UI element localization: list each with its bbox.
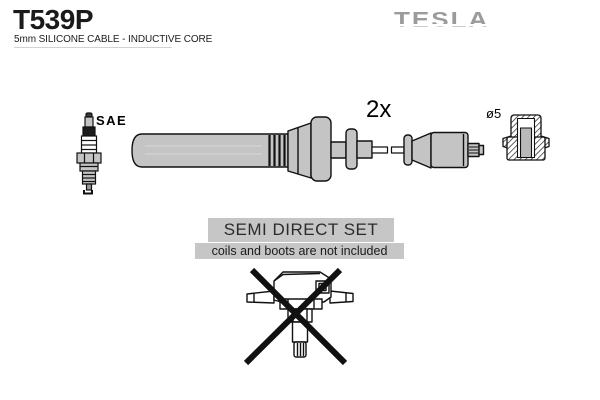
- part-number: T539P: [13, 4, 94, 35]
- diameter-label: ø5: [486, 106, 502, 121]
- boot-cross-section-icon: [502, 114, 550, 161]
- brand-logo: TESLA: [392, 7, 494, 37]
- logo-stripe: [392, 34, 491, 36]
- plug-terminal-label: SAE: [96, 113, 128, 128]
- quantity-label: 2x: [366, 96, 392, 123]
- brand-logo-text: TESLA: [394, 7, 490, 32]
- product-subtitle: 5mm SILICONE CABLE - INDUCTIVE CORE: [14, 34, 213, 45]
- logo-stripe: [392, 24, 491, 26]
- plug-boot-cable-icon: [131, 116, 485, 182]
- notice-title: SEMI DIRECT SET: [208, 218, 394, 242]
- header-divider: [14, 47, 172, 48]
- spark-plug-icon: [76, 112, 102, 195]
- not-included-cross-icon: [243, 267, 348, 366]
- notice-note: coils and boots are not included: [195, 243, 404, 259]
- logo-stripe: [392, 29, 491, 31]
